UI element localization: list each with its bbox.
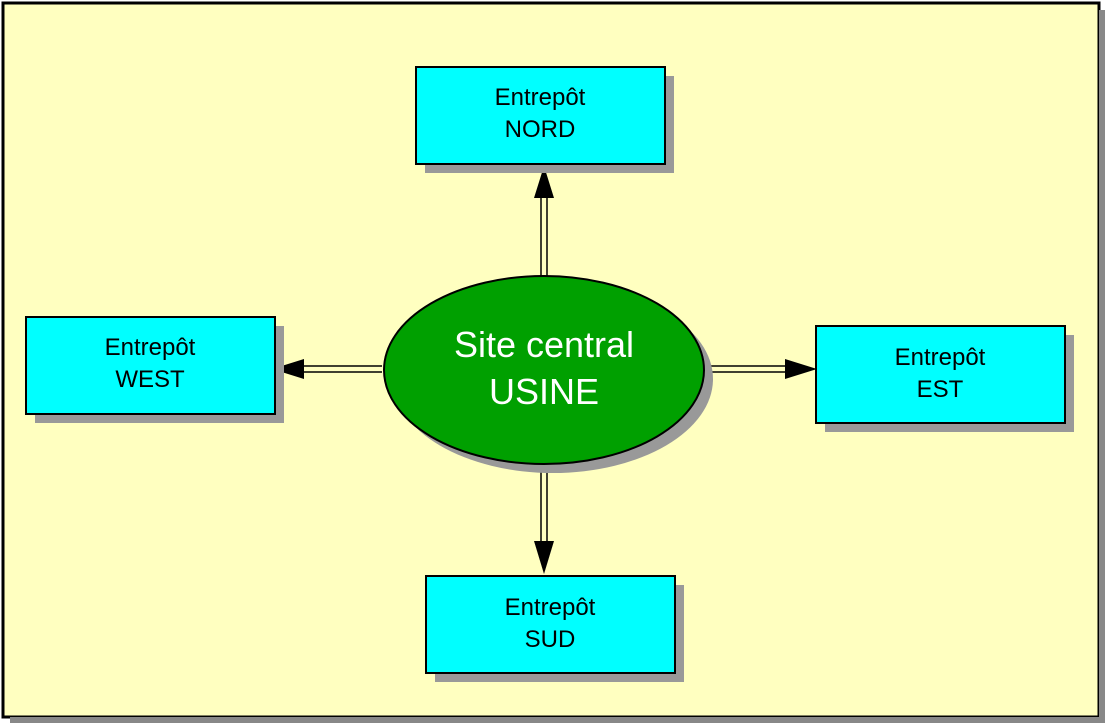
- slide-shadow-right: [1099, 10, 1105, 723]
- box-shape: [415, 66, 666, 165]
- connector-sud: [534, 465, 554, 574]
- connector-nord: [534, 166, 554, 276]
- warehouse-sud: Entrepôt SUD: [425, 575, 684, 682]
- warehouse-west-line2: WEST: [115, 366, 185, 393]
- central-site-node: Site central USINE: [383, 275, 713, 473]
- box-shape: [815, 325, 1066, 424]
- center-label-line2: USINE: [489, 371, 599, 412]
- warehouse-sud-line2: SUD: [525, 626, 576, 653]
- box-shape: [25, 316, 276, 415]
- center-label-line1: Site central: [454, 324, 634, 365]
- warehouse-nord-line1: Entrepôt: [495, 84, 586, 111]
- box-shape: [425, 575, 676, 674]
- arrowhead-sud: [534, 541, 554, 574]
- arrowhead-nord: [534, 166, 554, 198]
- warehouse-nord-line2: NORD: [505, 116, 576, 143]
- warehouse-est-line1: Entrepôt: [895, 344, 986, 371]
- warehouse-west-line1: Entrepôt: [105, 334, 196, 361]
- ellipse-shape: [383, 275, 705, 465]
- arrowhead-west: [272, 359, 304, 379]
- connector-est: [708, 359, 817, 379]
- warehouse-west: Entrepôt WEST: [25, 316, 284, 423]
- warehouse-sud-line1: Entrepôt: [505, 594, 596, 621]
- warehouse-est: Entrepôt EST: [815, 325, 1074, 432]
- warehouse-nord: Entrepôt NORD: [415, 66, 674, 173]
- warehouse-est-line2: EST: [917, 376, 964, 403]
- connector-west: [272, 359, 382, 379]
- arrowhead-est: [785, 359, 817, 379]
- slide-shadow-bottom: [10, 717, 1105, 723]
